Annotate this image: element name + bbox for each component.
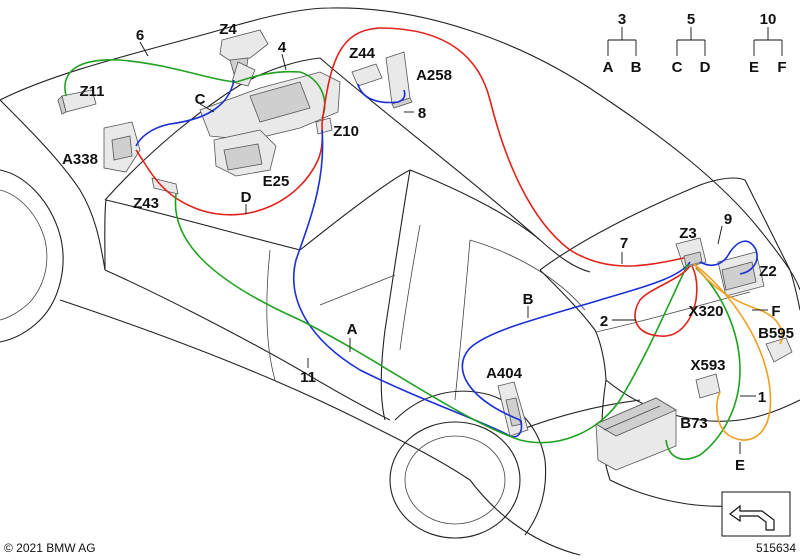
label-z4: Z4 <box>219 21 237 38</box>
b595-sensor <box>765 337 793 363</box>
footer: © 2021 BMW AG 515634 <box>4 491 796 555</box>
label-a404: A404 <box>486 365 523 382</box>
image-number: 515634 <box>756 541 796 555</box>
wire-4 <box>235 70 326 119</box>
wire-6 <box>64 59 237 97</box>
label-5: 5 <box>687 11 695 28</box>
label-10: 10 <box>760 11 777 28</box>
legend-a: A <box>603 59 614 76</box>
wire-b <box>461 261 691 421</box>
legend-d: D <box>700 59 711 76</box>
label-7: 7 <box>620 235 628 252</box>
wire-a <box>292 129 523 438</box>
legend-e: E <box>749 59 759 76</box>
legend-f: F <box>777 59 786 76</box>
x593-connector <box>695 373 721 399</box>
label-f: F <box>771 303 780 320</box>
label-a258: A258 <box>416 67 452 84</box>
label-e: E <box>735 457 745 474</box>
label-2: 2 <box>600 313 608 330</box>
label-x593: X593 <box>690 357 725 374</box>
z4-connector <box>219 29 269 87</box>
z11-connector <box>57 89 97 115</box>
label-b595: B595 <box>758 325 794 342</box>
label-c: C <box>195 91 206 108</box>
wire-7 <box>321 27 685 267</box>
label-11: 11 <box>300 369 316 386</box>
e25-hvac-unit <box>199 71 341 177</box>
legend-c: C <box>672 59 683 76</box>
wire-8 <box>357 83 406 104</box>
label-z44: Z44 <box>349 45 376 62</box>
leader-lines <box>139 27 783 454</box>
label-b73: B73 <box>680 415 708 432</box>
wiring <box>64 27 784 460</box>
a338-module <box>103 121 141 173</box>
label-x320: X320 <box>688 303 723 320</box>
a404-module <box>497 381 529 437</box>
wire-d <box>135 123 324 216</box>
label-9: 9 <box>724 211 732 228</box>
wire-11 <box>174 193 689 444</box>
label-3: 3 <box>618 11 626 28</box>
label-e25: E25 <box>263 173 290 190</box>
z3-connector <box>675 237 707 269</box>
label-z10: Z10 <box>333 123 359 140</box>
wire-2 <box>634 265 698 337</box>
components <box>57 29 793 471</box>
label-a: A <box>347 321 358 338</box>
z10-connector <box>315 117 333 135</box>
label-a338: A338 <box>62 151 98 168</box>
copyright-text: © 2021 BMW AG <box>4 541 96 555</box>
label-8: 8 <box>418 105 426 122</box>
label-z2: Z2 <box>759 263 777 280</box>
arrow-box-icon[interactable] <box>721 491 791 537</box>
wire-9 <box>699 240 758 275</box>
legend-b: B <box>631 59 642 76</box>
wire-e <box>693 263 772 441</box>
label-4: 4 <box>278 39 287 56</box>
label-z3: Z3 <box>679 225 697 242</box>
a258-module <box>385 51 413 109</box>
wire-1 <box>665 267 741 460</box>
label-6: 6 <box>136 27 144 44</box>
label-z43: Z43 <box>133 195 159 212</box>
label-d: D <box>241 189 252 206</box>
z44-connector <box>351 63 383 87</box>
wire-c <box>135 79 235 147</box>
label-1: 1 <box>758 389 766 406</box>
label-z11: Z11 <box>79 83 104 100</box>
callout-labels: 3 5 10 A B C D E F Z4 6 4 Z44 A258 Z11 C… <box>62 11 794 474</box>
label-b: B <box>523 291 534 308</box>
b73-battery <box>595 397 677 471</box>
